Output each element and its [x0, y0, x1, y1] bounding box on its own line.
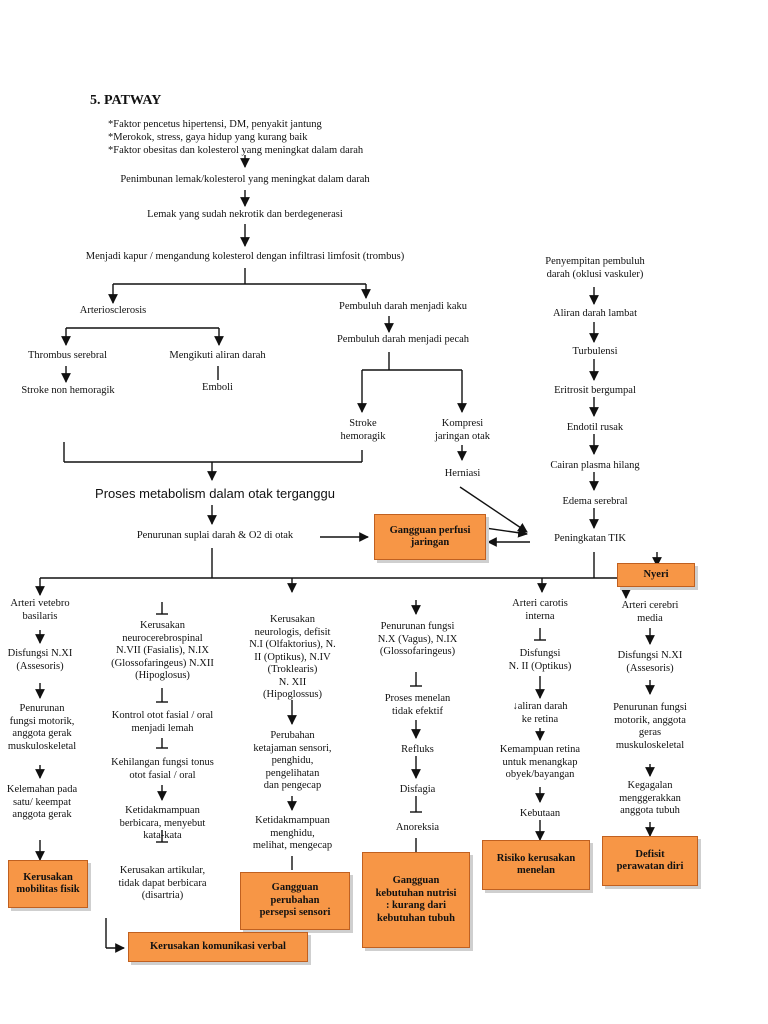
c1-kelemahan: Kelemahan pada satu/ keempat anggota ger… [6, 784, 78, 820]
node-arteriosclerosis: Arteriosclerosis [79, 305, 147, 316]
node-proses-metabolism: Proses metabolism dalam otak terganggu [95, 486, 335, 501]
box-gangguan-persepsi: Gangguan perubahan persepsi sensori [240, 872, 350, 930]
c2-kerusakan-neuro: Kerusakan neurocerebrospinal N.VII (Fasi… [111, 620, 214, 681]
c6-disfungsi: Disfungsi N.XI (Assesoris) [617, 650, 683, 674]
page-title: 5. PATWAY [90, 93, 162, 108]
c5-aliran-retina: ↓aliran darah ke retina [512, 701, 568, 725]
node-edema: Edema serebral [562, 496, 628, 507]
node-stroke-hemoragik: Stroke hemoragik [340, 418, 386, 442]
c4-refluks: Refluks [401, 744, 434, 755]
c5-arteri-carotis: Arteri carotis interna [512, 598, 568, 622]
factor-3: *Faktor obesitas dan kolesterol yang men… [108, 145, 364, 156]
node-herniasi: Herniasi [444, 468, 481, 479]
c1-penurunan-fungsi: Penurunan fungsi motorik, anggota gerak … [7, 703, 77, 752]
box-kerusakan-mobilitas: Kerusakan mobilitas fisik [8, 860, 88, 908]
c5-disfungsi-optikus: Disfungsi N. II (Optikus) [508, 648, 572, 672]
node-aliran-lambat: Aliran darah lambat [553, 308, 637, 319]
node-mengikuti: Mengikuti aliran darah [169, 350, 266, 361]
c6-arteri-cerebri: Arteri cerebri media [621, 600, 679, 624]
c6-penurunan-fungsi: Penurunan fungsi motorik, anggota geras … [613, 702, 687, 751]
node-pecah: Pembuluh darah menjadi pecah [336, 334, 470, 345]
box-nyeri: Nyeri [617, 563, 695, 587]
box-defisit-perawatan: Defisit perawatan diri [602, 836, 698, 886]
c4-disfagia: Disfagia [399, 784, 436, 795]
node-eritrosit: Eritrosit bergumpal [554, 385, 636, 396]
c5-kemampuan-retina: Kemampuan retina untuk menangkap obyek/b… [499, 744, 581, 780]
c4-anoreksia: Anoreksia [395, 822, 440, 833]
box-gangguan-nutrisi: Gangguan kebutuhan nutrisi : kurang dari… [362, 852, 470, 948]
c4-proses-menelan: Proses menelan tidak efektif [384, 693, 451, 717]
node-lemak: Lemak yang sudah nekrotik dan berdegener… [147, 209, 343, 220]
c2-ketidakmampuan-bicara: Ketidakmampuan berbicara, menyebut kata-… [119, 805, 206, 841]
box-risiko-menelan: Risiko kerusakan menelan [482, 840, 590, 890]
c4-penurunan-vagus: Penurunan fungsi N.X (Vagus), N.IX (Glos… [377, 621, 458, 657]
c1-arteri-vetebro: Arteri vetebro basilaris [10, 598, 70, 622]
node-emboli: Emboli [202, 382, 233, 393]
node-cairan-plasma: Cairan plasma hilang [550, 460, 640, 471]
node-kapur: Menjadi kapur / mengandung kolesterol de… [85, 251, 405, 262]
node-thrombus: Thrombus serebral [27, 350, 108, 361]
box-gangguan-perfusi: Gangguan perfusi jaringan [374, 514, 486, 560]
node-stroke-non-hemoragik: Stroke non hemoragik [21, 385, 115, 396]
node-kompresi: Kompresi jaringan otak [434, 418, 491, 442]
node-penimbunan: Penimbunan lemak/kolesterol yang meningk… [120, 174, 370, 185]
c6-kegagalan: Kegagalan menggerakkan anggota tubuh [619, 780, 681, 816]
factor-2: *Merokok, stress, gaya hidup yang kurang… [108, 132, 308, 143]
node-peningkatan-tik: Peningkatan TIK [554, 533, 626, 544]
c1-disfungsi: Disfungsi N.XI (Assesoris) [7, 648, 73, 672]
c2-kontrol-otot: Kontrol otot fasial / oral menjadi lemah [111, 710, 214, 734]
c3-perubahan-sensori: Perubahan ketajaman sensori, penghidu, p… [253, 730, 332, 791]
node-penyempitan: Penyempitan pembuluh darah (oklusi vasku… [545, 256, 645, 280]
c2-kehilangan-tonus: Kehilangan fungsi tonus otot fasial / or… [111, 757, 214, 781]
factor-1: *Faktor pencetus hipertensi, DM, penyaki… [108, 119, 322, 130]
c3-kerusakan-neurologis: Kerusakan neurologis, defisit N.I (Olfak… [249, 614, 336, 700]
c5-kebutaan: Kebutaan [519, 808, 561, 819]
box-kerusakan-komunikasi: Kerusakan komunikasi verbal [128, 932, 308, 962]
node-endotil: Endotil rusak [566, 422, 624, 433]
node-turbulensi: Turbulensi [572, 346, 618, 357]
c3-ketidakmampuan-menghidu: Ketidakmampuan menghidu, melihat, mengec… [252, 815, 333, 851]
node-penurunan-suplai: Penurunan suplai darah & O2 di otak [136, 530, 294, 541]
node-kaku: Pembuluh darah menjadi kaku [338, 301, 467, 312]
c2-kerusakan-artikular: Kerusakan artikular, tidak dapat berbica… [118, 865, 207, 901]
